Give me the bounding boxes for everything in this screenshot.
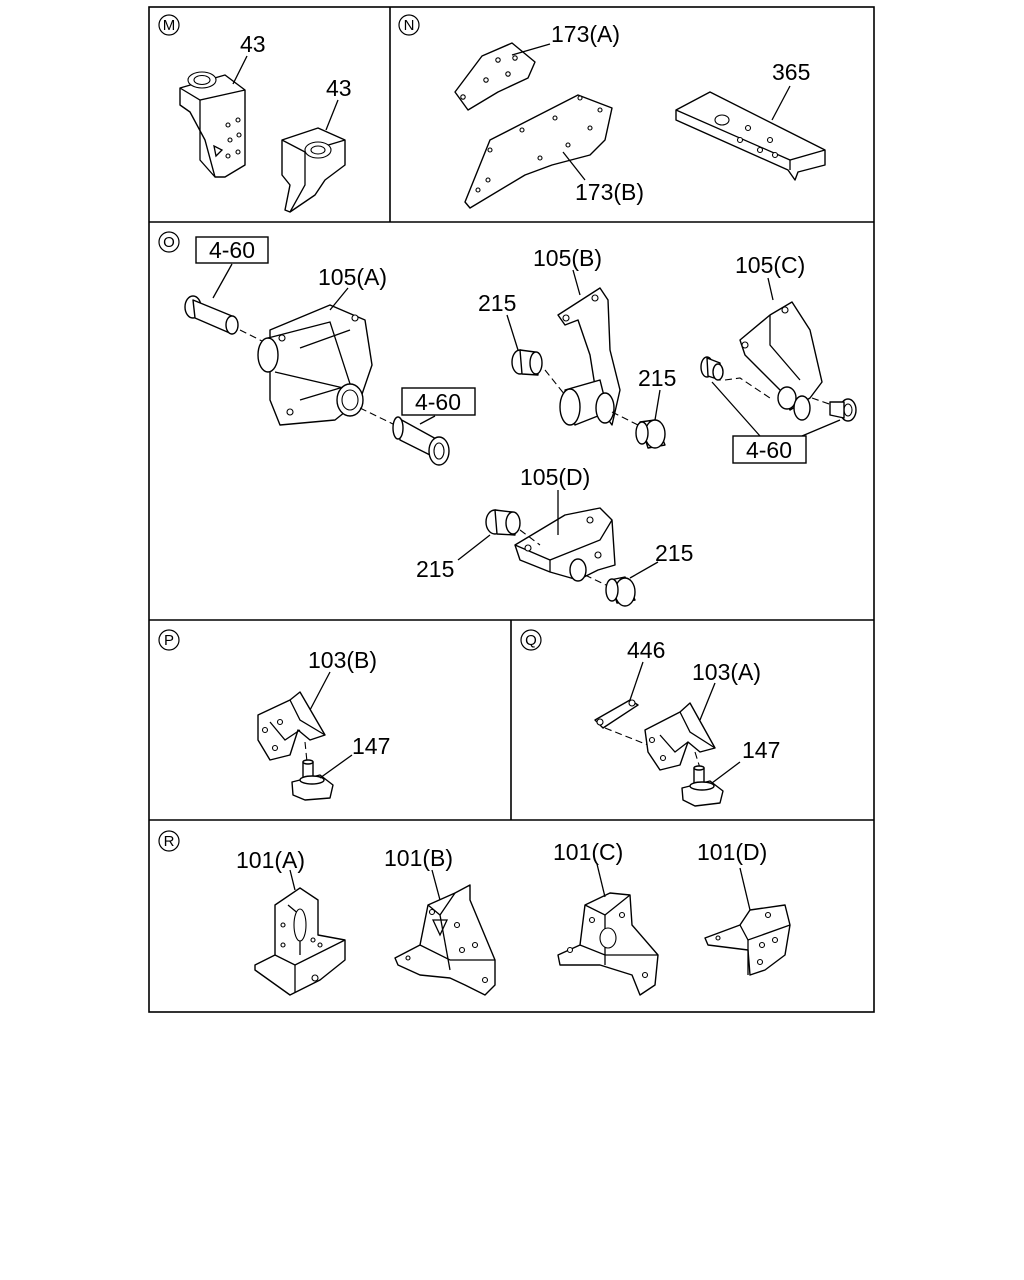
section-marker-r: R — [158, 830, 180, 852]
label-446: 446 — [627, 637, 665, 663]
label-43-small: 43 — [326, 75, 352, 101]
section-o: 4-60 4-60 4-60 105(A) — [184, 236, 857, 607]
label-43-large: 43 — [240, 31, 266, 57]
part-105d-bracket — [514, 507, 616, 582]
section-marker-n: N — [398, 14, 420, 36]
ref-label-1: 4-60 — [209, 237, 255, 263]
part-105c-bracket — [739, 301, 823, 421]
label-215-a: 215 — [478, 290, 516, 316]
part-105b-arm — [557, 287, 621, 426]
label-103a: 103(A) — [692, 659, 761, 685]
section-p: 103(B) 147 — [257, 647, 390, 801]
part-103a-bracket — [644, 702, 716, 771]
bushing-215-d-left — [485, 509, 521, 536]
label-101b: 101(B) — [384, 845, 453, 871]
label-105c: 105(C) — [735, 252, 805, 278]
label-173b: 173(B) — [575, 179, 644, 205]
label-147-p: 147 — [352, 733, 390, 759]
ref-label-2: 4-60 — [415, 389, 461, 415]
section-m-letter: M — [163, 17, 176, 34]
ref-box-3 — [732, 435, 807, 464]
label-105d: 105(D) — [520, 464, 590, 490]
part-173b-plate — [464, 94, 613, 209]
part-101a-mount — [254, 887, 346, 996]
section-marker-m: M — [158, 14, 180, 36]
bushing-215-d-right — [605, 576, 636, 607]
label-365: 365 — [772, 59, 810, 85]
label-101d: 101(D) — [697, 839, 767, 865]
section-marker-q: Q — [520, 629, 542, 651]
part-173a-plate — [454, 42, 536, 111]
pin-left — [184, 295, 239, 335]
part-147-stopper-q — [681, 765, 724, 807]
ref-label-3: 4-60 — [746, 437, 792, 463]
label-147-q: 147 — [742, 737, 780, 763]
diagram-frame — [148, 6, 875, 1013]
part-105a-mount — [257, 304, 373, 426]
part-365-crossmember — [675, 91, 826, 181]
section-marker-p: P — [158, 629, 180, 651]
label-105a: 105(A) — [318, 264, 387, 290]
part-43-bracket-small — [281, 127, 346, 213]
part-446-link — [594, 699, 639, 729]
label-103b: 103(B) — [308, 647, 377, 673]
section-r: 101(A) 101(B) 101(C) — [236, 839, 791, 996]
pin-105c-left — [700, 356, 724, 381]
ref-box-1 — [195, 236, 269, 264]
section-p-letter: P — [164, 632, 174, 649]
section-r-letter: R — [164, 833, 175, 850]
part-43-bracket-large — [179, 71, 246, 178]
label-215-d: 215 — [655, 540, 693, 566]
label-105b: 105(B) — [533, 245, 602, 271]
section-n-letter: N — [404, 17, 415, 34]
label-215-c: 215 — [416, 556, 454, 582]
section-q-letter: Q — [525, 632, 537, 649]
part-101b-mount — [394, 884, 496, 996]
label-101a: 101(A) — [236, 847, 305, 873]
part-147-stopper — [291, 759, 334, 801]
section-m: 43 43 — [179, 31, 352, 213]
label-101c: 101(C) — [553, 839, 623, 865]
bushing-215-b-right — [635, 419, 666, 449]
section-q: 446 103(A) 147 — [594, 637, 780, 807]
section-n: 173(A) 173(B) 365 — [454, 21, 826, 209]
part-103b-bracket — [257, 691, 326, 761]
label-173a: 173(A) — [551, 21, 620, 47]
part-101d-mount — [704, 904, 791, 976]
part-101c-mount — [557, 892, 659, 996]
section-marker-o: O — [158, 231, 180, 253]
section-o-letter: O — [163, 234, 175, 251]
ref-box-2 — [401, 387, 476, 416]
pin-105c-right — [829, 398, 857, 422]
bushing-215-b-left — [511, 349, 543, 376]
label-215-b: 215 — [638, 365, 676, 391]
pin-right — [392, 416, 450, 466]
